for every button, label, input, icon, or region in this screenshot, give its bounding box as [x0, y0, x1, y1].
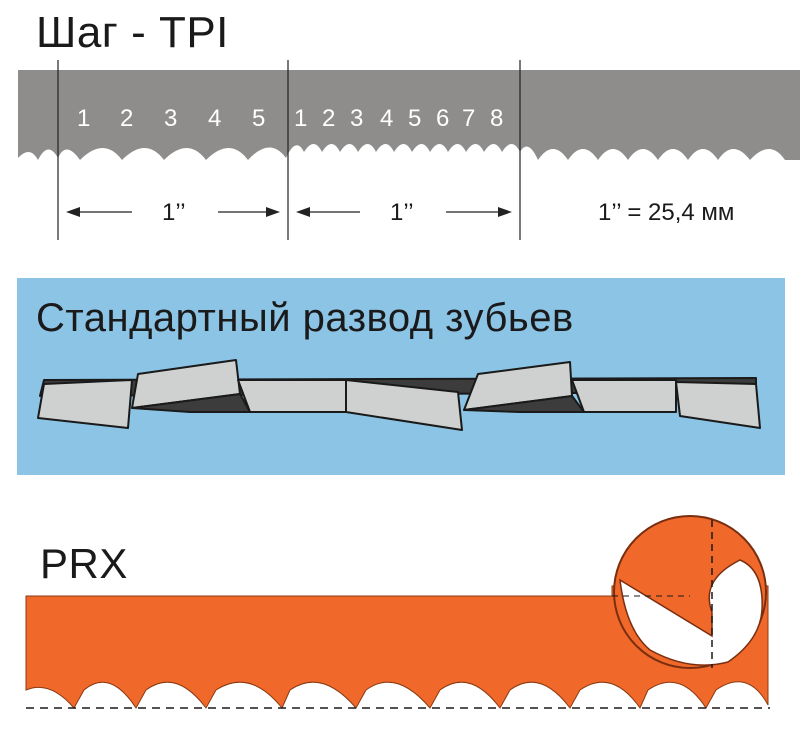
segment-b-teeth-numbers: 1 2 3 4 5 6 7 8 [294, 105, 503, 132]
inch-label-a: 1’’ [162, 199, 186, 226]
set-tooth [571, 379, 677, 413]
prx-title: PRX [40, 540, 128, 587]
set-tooth [675, 381, 761, 429]
tooth-number: 1 [77, 105, 90, 132]
set-tooth [345, 379, 463, 431]
tooth-number: 3 [350, 105, 363, 132]
tpi-blade [18, 70, 800, 160]
tpi-title: Шаг - TPI [36, 8, 229, 57]
tooth-number: 7 [462, 105, 475, 132]
tooth-number: 4 [380, 105, 393, 132]
tooth-number: 8 [490, 105, 503, 132]
tooth-number: 2 [120, 105, 133, 132]
prx-blade [25, 585, 769, 710]
tooth-number: 1 [294, 105, 307, 132]
tooth-number: 3 [164, 105, 177, 132]
tooth-number: 2 [322, 105, 335, 132]
set-title: Стандартный развод зубьев [36, 296, 574, 340]
tooth-number: 6 [436, 105, 449, 132]
inch-label-b: 1’’ [390, 199, 414, 226]
segment-a-teeth-numbers: 1 2 3 4 5 [77, 105, 265, 132]
tooth-number: 5 [408, 105, 421, 132]
prx-detail-circle [612, 515, 767, 669]
tooth-number: 5 [252, 105, 265, 132]
dimension-arrows [66, 207, 512, 217]
set-tooth [37, 379, 133, 429]
conversion-label: 1’’ = 25,4 мм [598, 199, 734, 226]
tooth-number: 4 [208, 105, 221, 132]
